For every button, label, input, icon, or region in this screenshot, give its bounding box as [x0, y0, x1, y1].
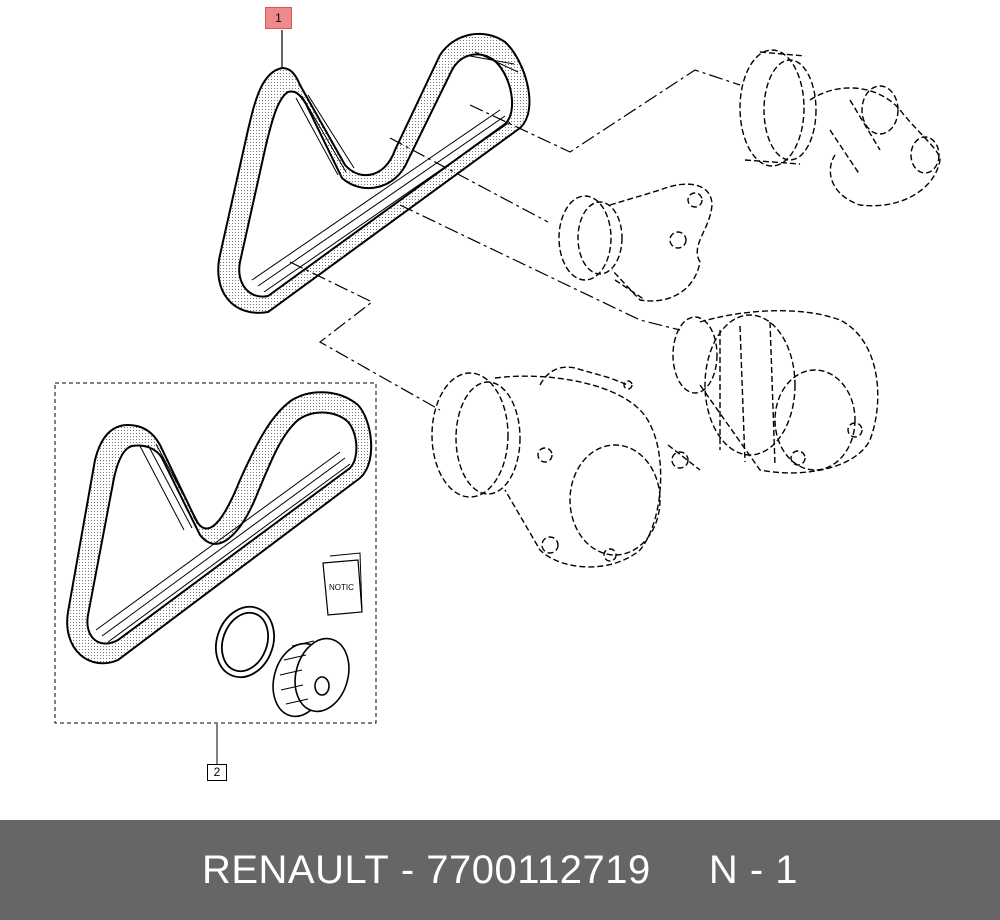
- routing-lines: [289, 69, 741, 411]
- crankshaft-pulley: [739, 49, 941, 207]
- part-number: 7700112719: [426, 847, 651, 892]
- footer-gap: [651, 848, 709, 893]
- brand-name: RENAULT: [201, 847, 390, 892]
- tensioner-assembly: [558, 183, 713, 302]
- reference-code: N - 1: [708, 847, 799, 892]
- notice-booklet-icon: NOTIC: [322, 552, 363, 616]
- kit-drive-belt: [66, 391, 373, 665]
- ac-compressor: [431, 366, 662, 568]
- callout-item-2[interactable]: 2: [207, 764, 227, 781]
- kit-tensioner-pulley: [272, 637, 350, 718]
- callout-item-1[interactable]: 1: [265, 7, 292, 29]
- footer-bar: RENAULT - 7700112719 N - 1: [0, 820, 1000, 920]
- drive-belt-main: [217, 32, 531, 314]
- kit-boundary-box: [54, 382, 377, 724]
- footer-separator: -: [389, 847, 427, 892]
- belt-kit-diagram: NOTIC: [54, 30, 941, 764]
- alternator: [667, 310, 879, 474]
- kit-seal-ring: [215, 605, 275, 679]
- notice-label: NOTIC: [329, 583, 354, 592]
